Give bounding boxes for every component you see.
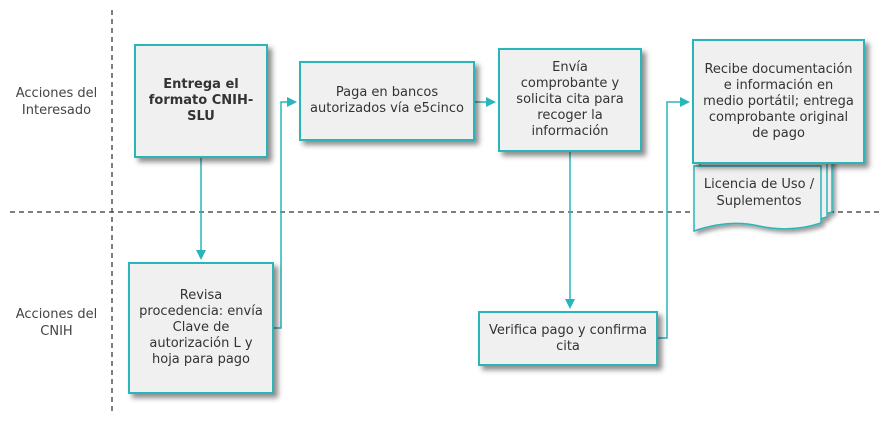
step-revisa-label: Revisa procedencia: envía Clave de autor… bbox=[139, 288, 263, 367]
step-recibe-label: Recibe documentación e información en me… bbox=[703, 61, 854, 141]
step-envia-label: Envía comprobante y solicita cita para r… bbox=[516, 60, 624, 139]
step-verifica-pago: Verifica pago y confirma cita bbox=[478, 311, 658, 366]
step-verifica-label: Verifica pago y confirma cita bbox=[489, 322, 647, 354]
step-entrega-label: Entrega el formato CNIH-SLU bbox=[148, 77, 254, 124]
step-paga-label: Paga en bancos autorizados vía e5cinco bbox=[310, 85, 464, 116]
lane-label-interesado: Acciones del Interesado bbox=[15, 86, 98, 118]
arrow-verifica-to-recibe bbox=[658, 97, 690, 339]
step-recibe-documentacion: Recibe documentación e información en me… bbox=[692, 39, 865, 164]
step-entrega-formato: Entrega el formato CNIH-SLU bbox=[134, 44, 268, 158]
step-envia-comprobante: Envía comprobante y solicita cita para r… bbox=[498, 48, 642, 152]
arrow-revisa-to-paga bbox=[274, 97, 297, 329]
document-stack-icon bbox=[693, 154, 833, 233]
step-revisa-procedencia: Revisa procedencia: envía Clave de autor… bbox=[128, 262, 274, 394]
lane-label-cnih: Acciones del CNIH bbox=[15, 307, 98, 339]
document-licencia-label: Licencia de Uso / Suplementos bbox=[703, 177, 815, 209]
step-paga-bancos: Paga en bancos autorizados vía e5cinco bbox=[299, 61, 475, 141]
